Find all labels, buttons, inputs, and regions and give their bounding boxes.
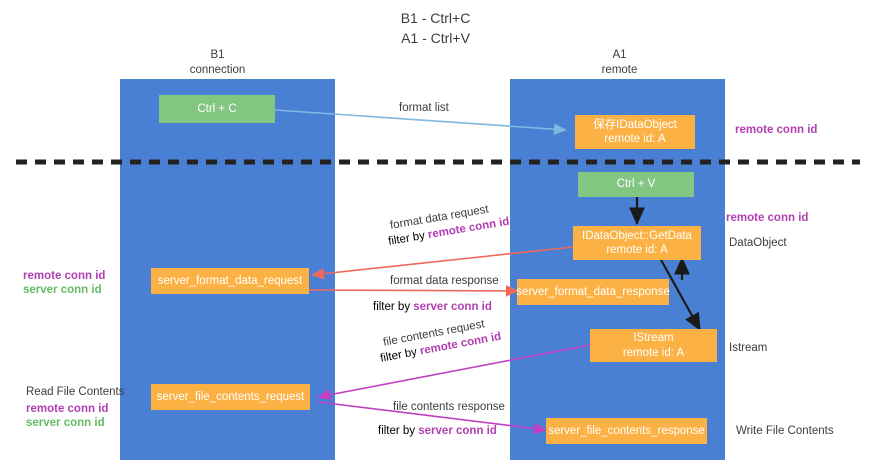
annotation-left-server-conn-id-1: server conn id bbox=[23, 284, 102, 296]
box-ctrl-v-label: Ctrl + V bbox=[616, 178, 656, 191]
annotation-write-file-contents: Write File Contents bbox=[736, 425, 834, 437]
box-istream-line1: IStream bbox=[633, 332, 674, 345]
diagram-title: B1 - Ctrl+C A1 - Ctrl+V bbox=[0, 8, 871, 49]
box-idataobject-getdata-line2: remote id: A bbox=[606, 244, 668, 256]
box-ctrl-v[interactable]: Ctrl + V bbox=[578, 172, 694, 197]
box-istream-line2: remote id: A bbox=[622, 346, 685, 359]
edge-label-file-contents-response: file contents response bbox=[393, 401, 505, 413]
annotation-dataobject: DataObject bbox=[729, 237, 787, 249]
box-save-idataobject[interactable]: 保存IDataObject remote id: A bbox=[575, 115, 695, 149]
annotation-remote-conn-id-mid: remote conn id bbox=[726, 212, 809, 224]
box-server-format-data-response-label: server_format_data_response bbox=[516, 285, 670, 298]
title-line-2: A1 - Ctrl+V bbox=[401, 30, 470, 47]
annotation-remote-conn-id-top: remote conn id bbox=[735, 124, 818, 136]
box-server-file-contents-response-label: server_file_contents_response bbox=[548, 424, 705, 437]
edge-label-file-contents-response-filter: filter by server conn id bbox=[378, 423, 497, 440]
box-server-file-contents-response[interactable]: server_file_contents_response bbox=[546, 418, 707, 444]
box-idataobject-getdata-line1: IDataObject::GetData bbox=[582, 229, 692, 242]
box-server-format-data-response[interactable]: server_format_data_response bbox=[516, 279, 670, 305]
annotation-left-remote-conn-id-2: remote conn id bbox=[26, 403, 109, 415]
edge-label-format-data-response-filter: filter by server conn id bbox=[373, 299, 492, 316]
column-header-a1-name: A1 bbox=[612, 49, 627, 61]
column-header-a1-sub: remote bbox=[601, 63, 638, 76]
filter-prefix-1: filter by bbox=[387, 229, 430, 248]
column-header-b1-name: B1 bbox=[210, 49, 225, 61]
annotation-read-file-contents: Read File Contents bbox=[26, 386, 125, 398]
filter-key-server-conn-id-2: server conn id bbox=[418, 425, 497, 437]
filter-prefix-4: filter by bbox=[378, 425, 419, 437]
column-header-b1-sub: connection bbox=[189, 63, 246, 76]
box-server-format-data-request-label: server_format_data_request bbox=[157, 274, 303, 287]
box-server-file-contents-request-label: server_file_contents_request bbox=[156, 390, 305, 403]
annotation-left-server-conn-id-2: server conn id bbox=[26, 417, 105, 429]
box-idataobject-getdata[interactable]: IDataObject::GetData remote id: A bbox=[573, 226, 701, 260]
edge-label-format-list: format list bbox=[399, 102, 449, 114]
title-line-1: B1 - Ctrl+C bbox=[400, 10, 471, 26]
box-istream[interactable]: IStream remote id: A bbox=[590, 329, 717, 362]
column-header-a1: A1 remote bbox=[552, 48, 687, 78]
box-save-idataobject-line2: remote id: A bbox=[604, 133, 666, 145]
filter-prefix-2: filter by bbox=[373, 301, 414, 313]
filter-key-server-conn-id-1: server conn id bbox=[413, 301, 492, 313]
column-header-b1: B1 connection bbox=[155, 48, 280, 78]
edge-label-format-data-response: format data response bbox=[390, 275, 499, 287]
annotation-left-remote-conn-id-1: remote conn id bbox=[23, 270, 106, 282]
box-server-format-data-request[interactable]: server_format_data_request bbox=[151, 268, 309, 294]
box-server-file-contents-request[interactable]: server_file_contents_request bbox=[151, 384, 310, 410]
annotation-istream: Istream bbox=[729, 342, 768, 354]
box-ctrl-c[interactable]: Ctrl + C bbox=[159, 95, 275, 123]
box-ctrl-c-label: Ctrl + C bbox=[197, 102, 237, 115]
box-save-idataobject-line1: 保存IDataObject bbox=[593, 118, 677, 131]
